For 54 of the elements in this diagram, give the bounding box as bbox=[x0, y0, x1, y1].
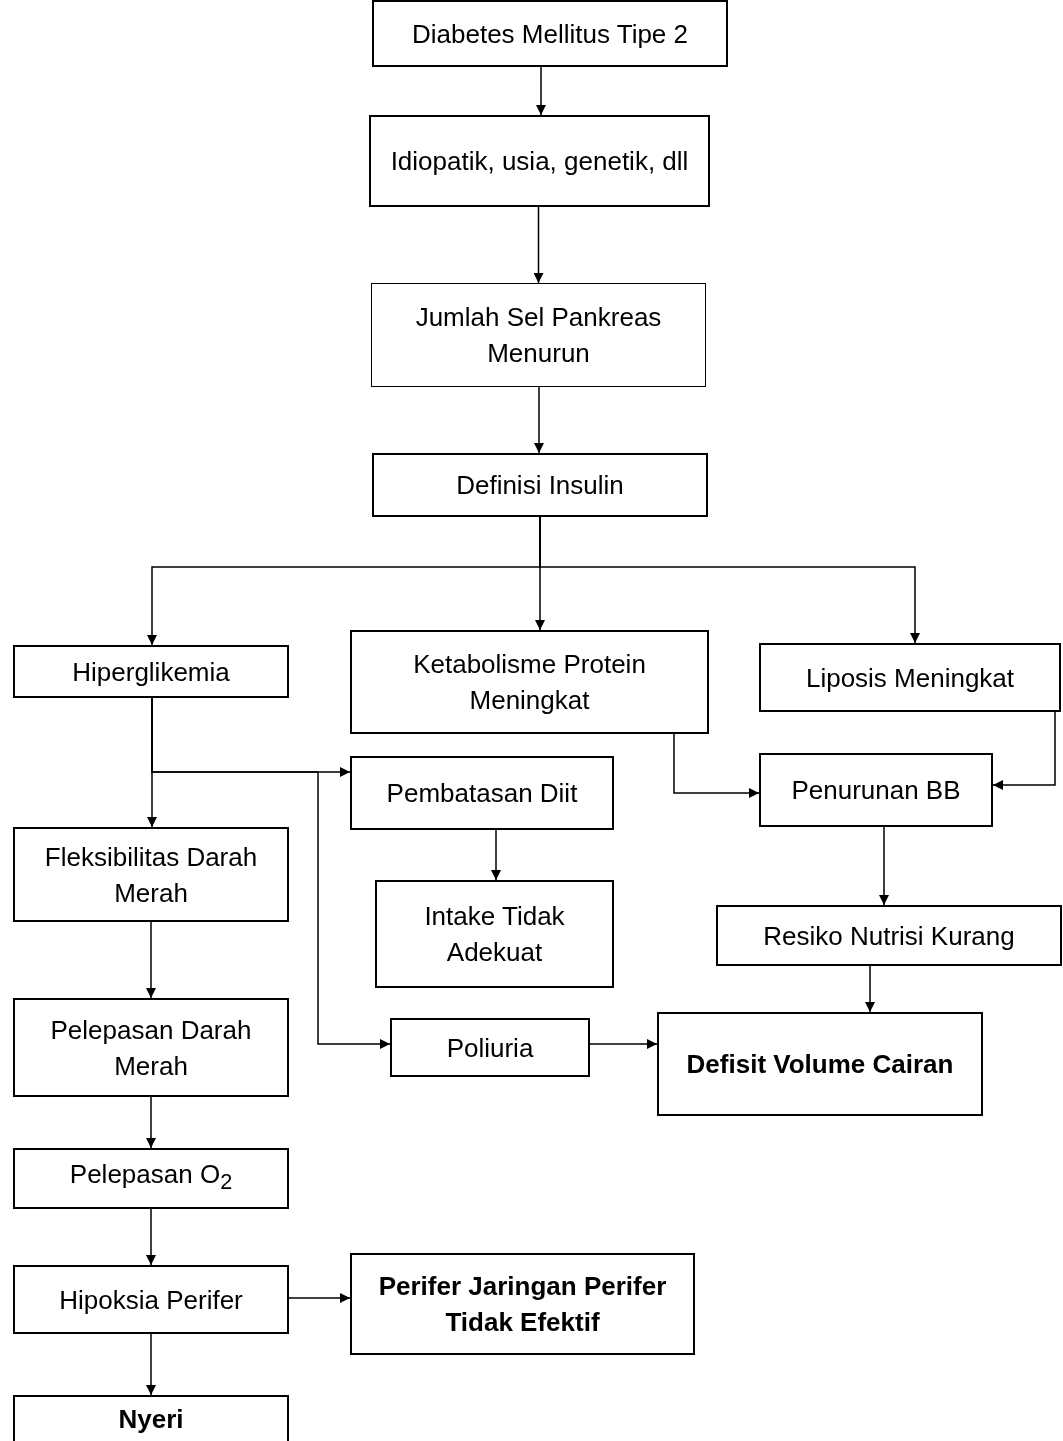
process-box bbox=[13, 827, 289, 922]
process-box bbox=[372, 453, 708, 517]
process-box bbox=[350, 1253, 695, 1355]
process-box bbox=[13, 1395, 289, 1441]
node-label: Intake Tidak Adekuat bbox=[423, 900, 566, 969]
arrow bbox=[151, 697, 391, 1049]
process-box bbox=[13, 1265, 289, 1334]
process-box bbox=[350, 630, 709, 734]
process-box bbox=[350, 756, 614, 830]
process-box bbox=[13, 645, 289, 698]
arrow bbox=[533, 206, 544, 284]
node-label: Diabetes Mellitus Tipe 2 bbox=[412, 17, 688, 51]
process-box bbox=[13, 1148, 289, 1209]
arrow bbox=[146, 921, 156, 999]
arrow bbox=[865, 965, 875, 1013]
node-label: Defisit Volume Cairan bbox=[686, 1048, 954, 1081]
process-box bbox=[657, 1012, 983, 1116]
process-box bbox=[371, 283, 706, 387]
process-box bbox=[390, 1018, 590, 1077]
node-label: Perifer Jaringan Perifer Tidak Efektif bbox=[377, 1270, 668, 1339]
arrow bbox=[534, 386, 544, 454]
node-label: Poliuria bbox=[446, 1031, 534, 1065]
arrow bbox=[992, 711, 1056, 790]
process-box bbox=[759, 643, 1061, 712]
arrow bbox=[491, 829, 501, 881]
arrow bbox=[146, 1096, 156, 1149]
node-label: Hipoksia Perifer bbox=[59, 1283, 243, 1317]
node-label: Idiopatik, usia, genetik, dll bbox=[390, 145, 689, 178]
process-box bbox=[759, 753, 993, 827]
node-label: Pelepasan O$_{2}$ bbox=[69, 1158, 233, 1197]
arrow bbox=[589, 1039, 658, 1049]
arrow bbox=[879, 826, 889, 906]
node-label: Definisi Insulin bbox=[456, 469, 624, 502]
node-label: Jumlah Sel Pankreas Menurun bbox=[414, 301, 663, 370]
node-label: Ketabolisme Protein Meningkat bbox=[412, 648, 647, 717]
node-label: Fleksibilitas Darah Merah bbox=[43, 840, 259, 910]
arrow bbox=[673, 733, 760, 798]
arrow bbox=[146, 1333, 156, 1396]
arrow bbox=[536, 66, 546, 116]
arrow bbox=[288, 1293, 351, 1303]
arrow bbox=[146, 1208, 156, 1266]
process-box bbox=[375, 880, 614, 988]
node-label: Hiperglikemia bbox=[72, 655, 230, 689]
node-label: Pelepasan Darah Merah bbox=[49, 1013, 253, 1083]
process-box bbox=[369, 115, 710, 207]
process-box bbox=[716, 905, 1062, 966]
process-box bbox=[13, 998, 289, 1097]
node-label: Nyeri bbox=[118, 1403, 184, 1436]
process-box bbox=[372, 0, 728, 67]
node-label: Resiko Nutrisi Kurang bbox=[763, 919, 1015, 953]
node-label: Liposis Meningkat bbox=[805, 661, 1015, 695]
arrow bbox=[539, 516, 920, 644]
node-label: Penurunan BB bbox=[791, 774, 961, 807]
node-label: Pembatasan Diit bbox=[386, 777, 578, 810]
